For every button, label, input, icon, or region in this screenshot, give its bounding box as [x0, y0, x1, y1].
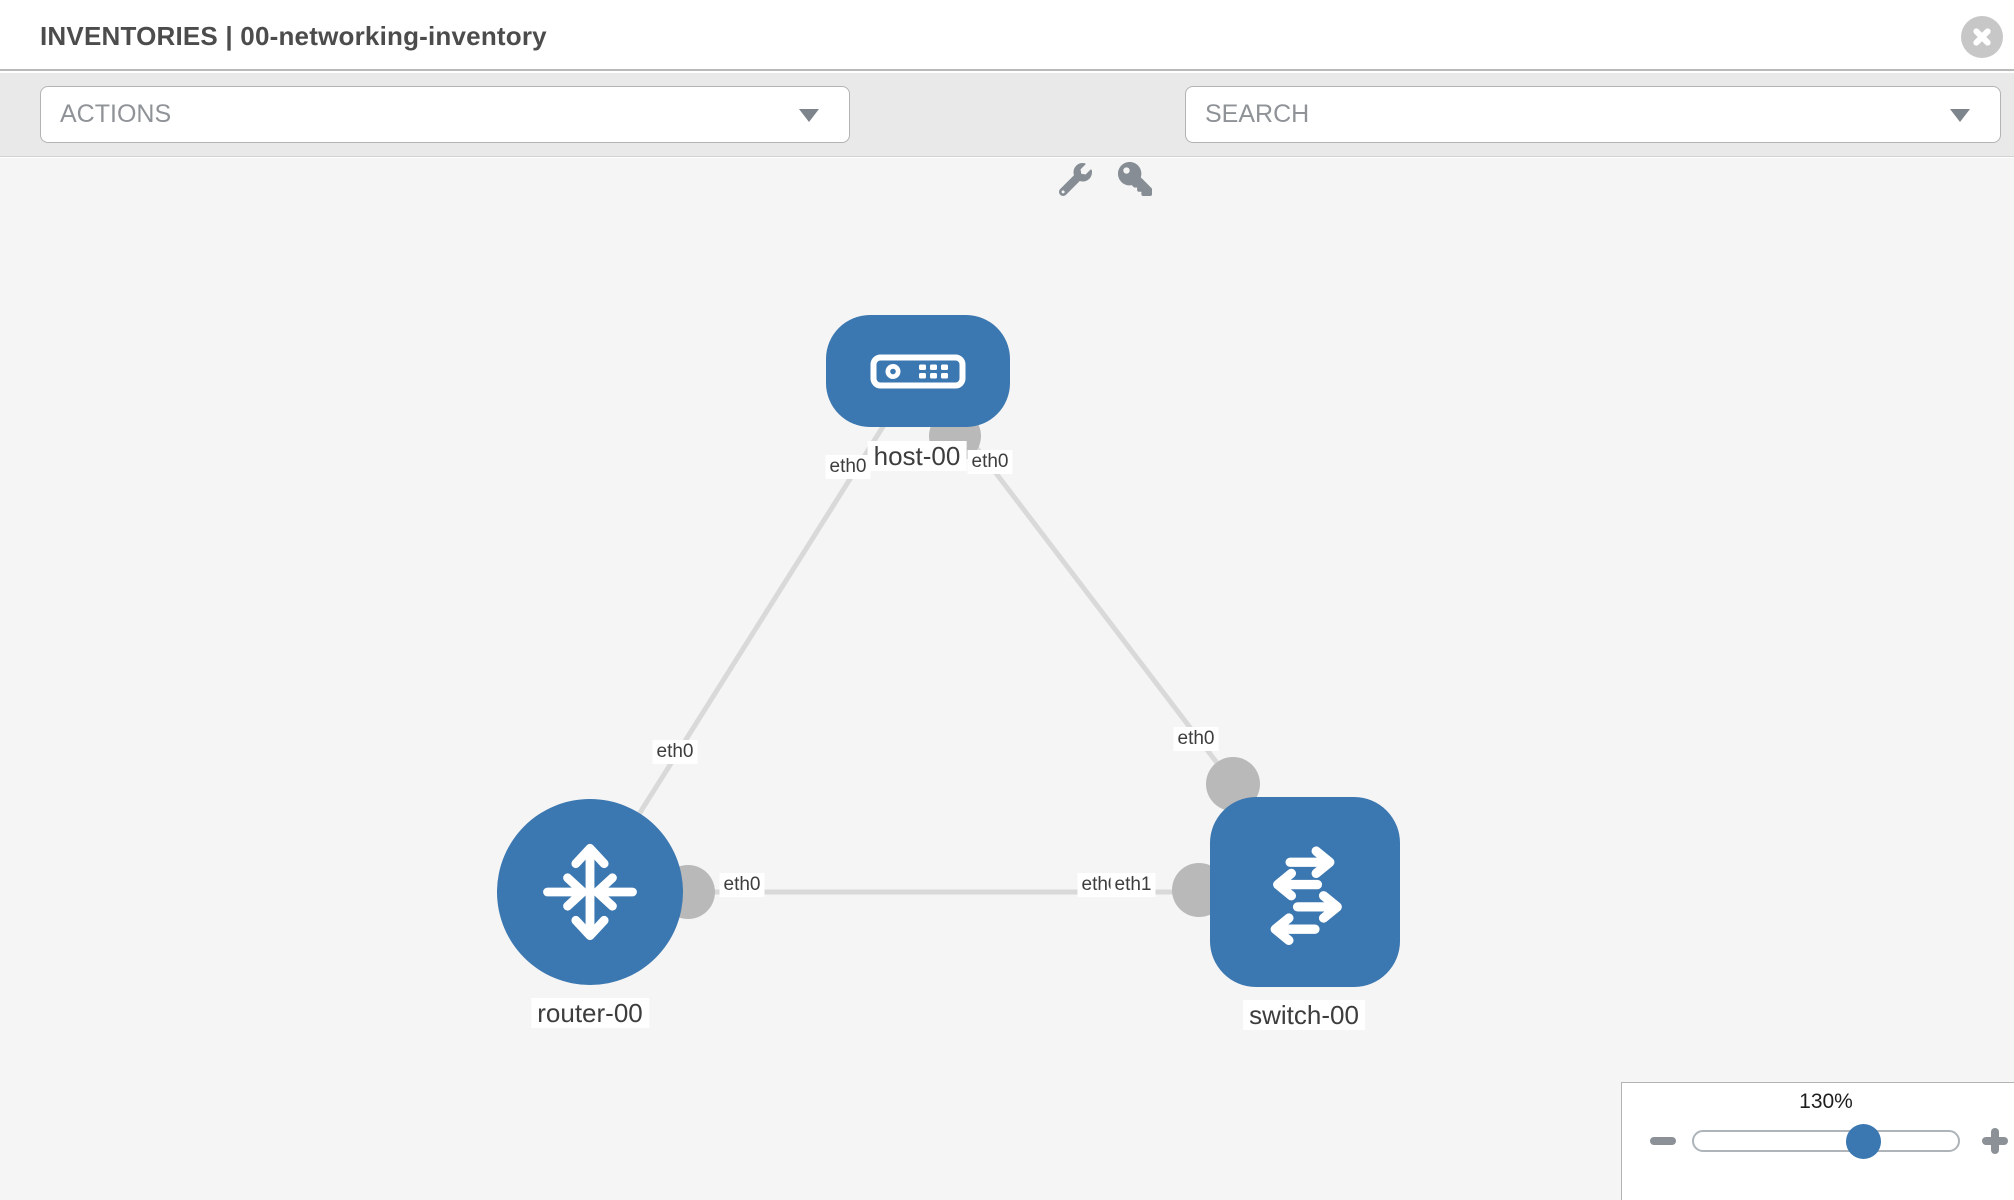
- host-icon: [870, 354, 966, 388]
- interface-label-eth0: eth0: [652, 740, 698, 764]
- toolbar: ACTIONS SEARCH: [0, 73, 2014, 196]
- interface-label-eth0: eth0: [1173, 727, 1219, 751]
- zoom-in-button[interactable]: [1982, 1128, 2008, 1154]
- topology-canvas[interactable]: host-00 router-00 switch-00 eth0 eth0 eth0 e…: [0, 158, 2014, 1200]
- modal-header: INVENTORIES | 00-networking-inventory: [0, 0, 2014, 71]
- key-icon: [1118, 162, 1152, 196]
- actions-dropdown-label: ACTIONS: [60, 100, 172, 128]
- interface-label-eth0: eth0: [825, 455, 871, 479]
- page-title: INVENTORIES | 00-networking-inventory: [40, 21, 547, 51]
- node-switch-00[interactable]: [1210, 797, 1400, 987]
- zoom-out-button[interactable]: [1650, 1136, 1676, 1146]
- zoom-level-value: 130%: [1799, 1090, 1853, 1113]
- close-button[interactable]: [1961, 16, 2003, 58]
- node-label-host-00: host-00: [867, 441, 967, 471]
- zoom-slider-thumb[interactable]: [1846, 1124, 1881, 1159]
- interface-label-eth0: eth0: [719, 873, 765, 897]
- node-router-00[interactable]: [497, 799, 683, 985]
- node-label-router-00: router-00: [531, 998, 649, 1028]
- node-label-switch-00: switch-00: [1243, 1000, 1365, 1030]
- interface-label-eth1: eth1: [1110, 873, 1156, 897]
- tools-button[interactable]: [1053, 158, 1097, 200]
- switch-icon: [1270, 846, 1342, 946]
- zoom-slider-track[interactable]: [1692, 1130, 1960, 1152]
- credentials-button[interactable]: [1113, 158, 1157, 200]
- zoom-panel: 130%: [1621, 1082, 2014, 1200]
- router-icon: [543, 843, 637, 941]
- search-dropdown[interactable]: SEARCH: [1185, 86, 2001, 143]
- node-host-00[interactable]: [826, 315, 1010, 427]
- search-dropdown-label: SEARCH: [1205, 100, 1310, 128]
- actions-dropdown[interactable]: ACTIONS: [40, 86, 850, 143]
- wrench-icon: [1058, 162, 1092, 196]
- topology-links-layer: [587, 369, 1305, 919]
- interface-label-eth0: eth0: [967, 450, 1013, 474]
- chevron-down-icon: [799, 109, 819, 122]
- chevron-down-icon: [1950, 109, 1970, 122]
